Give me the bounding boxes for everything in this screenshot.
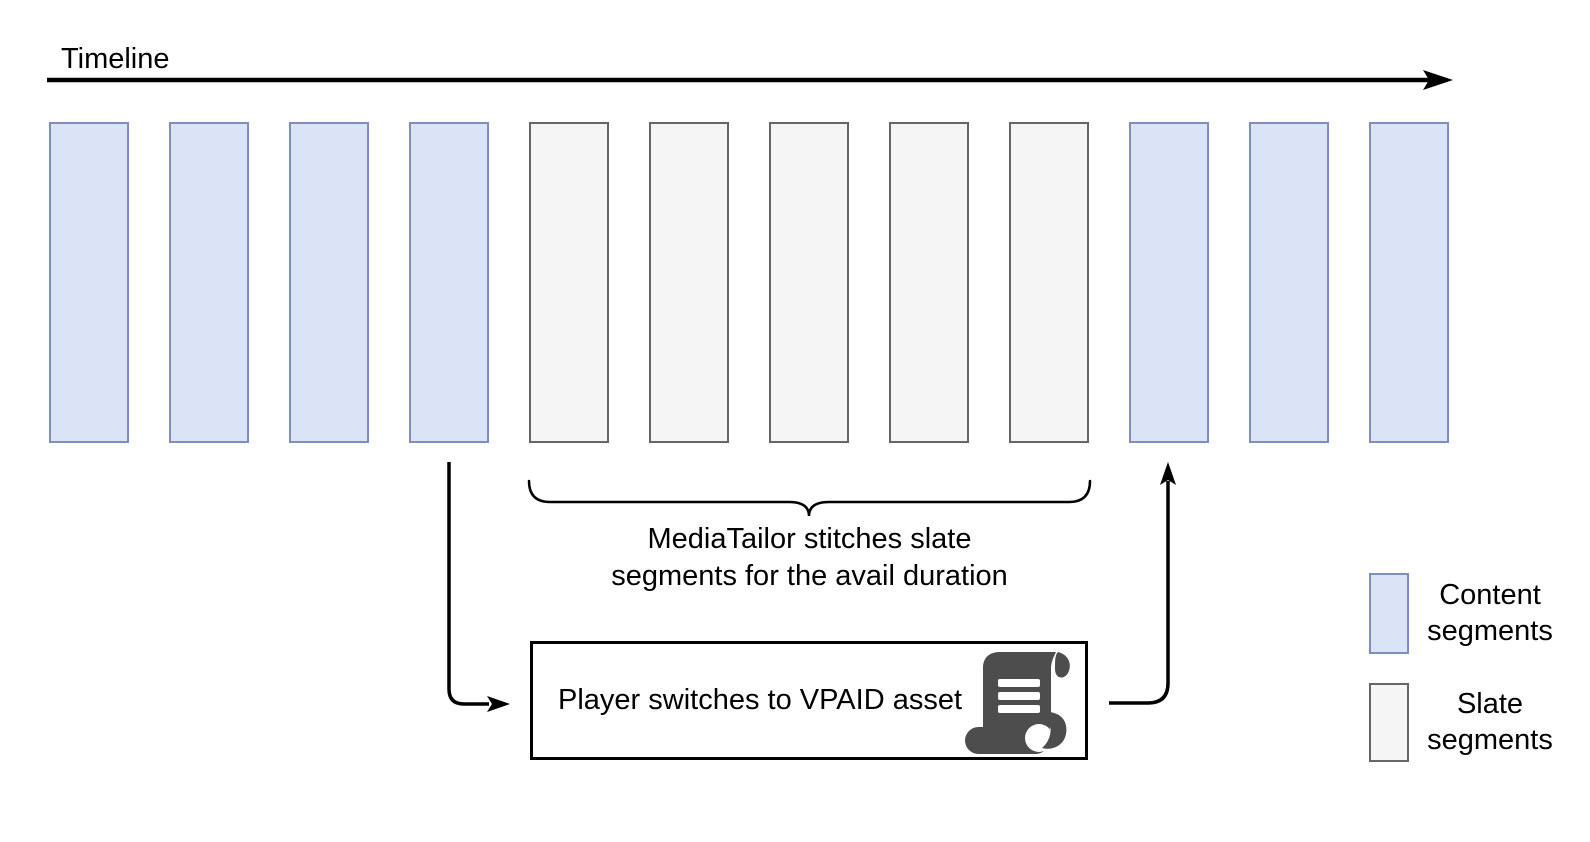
legend-label-content-line1: Content bbox=[1439, 579, 1541, 611]
player-box: Player switches to VPAID asset bbox=[530, 641, 1088, 760]
content-segment bbox=[49, 122, 129, 443]
stitch-annotation: MediaTailor stitches slate segments for … bbox=[529, 521, 1090, 595]
content-segment bbox=[169, 122, 249, 443]
player-box-label: Player switches to VPAID asset bbox=[558, 684, 963, 716]
legend-label-slate-line1: Slate bbox=[1456, 688, 1524, 720]
arrow-player-to-content bbox=[1109, 462, 1176, 705]
legend-label-content-segments: Content segments bbox=[1400, 577, 1580, 649]
slate-segment bbox=[889, 122, 969, 443]
slate-segment bbox=[529, 122, 609, 443]
timeline-arrow bbox=[47, 70, 1453, 90]
content-segment bbox=[1129, 122, 1209, 443]
legend-label-slate-segments: Slate segments bbox=[1400, 686, 1580, 758]
content-segment bbox=[1249, 122, 1329, 443]
legend-label-slate-line2: segments bbox=[1427, 724, 1553, 756]
avail-brace bbox=[527, 479, 1092, 517]
slate-segment bbox=[769, 122, 849, 443]
slate-segment bbox=[649, 122, 729, 443]
scroll-icon bbox=[965, 652, 1070, 754]
stitch-annotation-line1: MediaTailor stitches slate bbox=[647, 523, 972, 555]
content-segment bbox=[1369, 122, 1449, 443]
segment-row bbox=[49, 122, 1449, 443]
content-segment bbox=[409, 122, 489, 443]
slate-segment bbox=[1009, 122, 1089, 443]
timeline-label: Timeline bbox=[61, 43, 170, 75]
legend-label-content-line2: segments bbox=[1427, 615, 1553, 647]
arrow-content-to-player bbox=[447, 462, 510, 712]
stitch-annotation-line2: segments for the avail duration bbox=[611, 560, 1008, 592]
legend-swatch-content-segments bbox=[1369, 573, 1409, 654]
legend-swatch-slate-segments bbox=[1369, 683, 1409, 762]
content-segment bbox=[289, 122, 369, 443]
